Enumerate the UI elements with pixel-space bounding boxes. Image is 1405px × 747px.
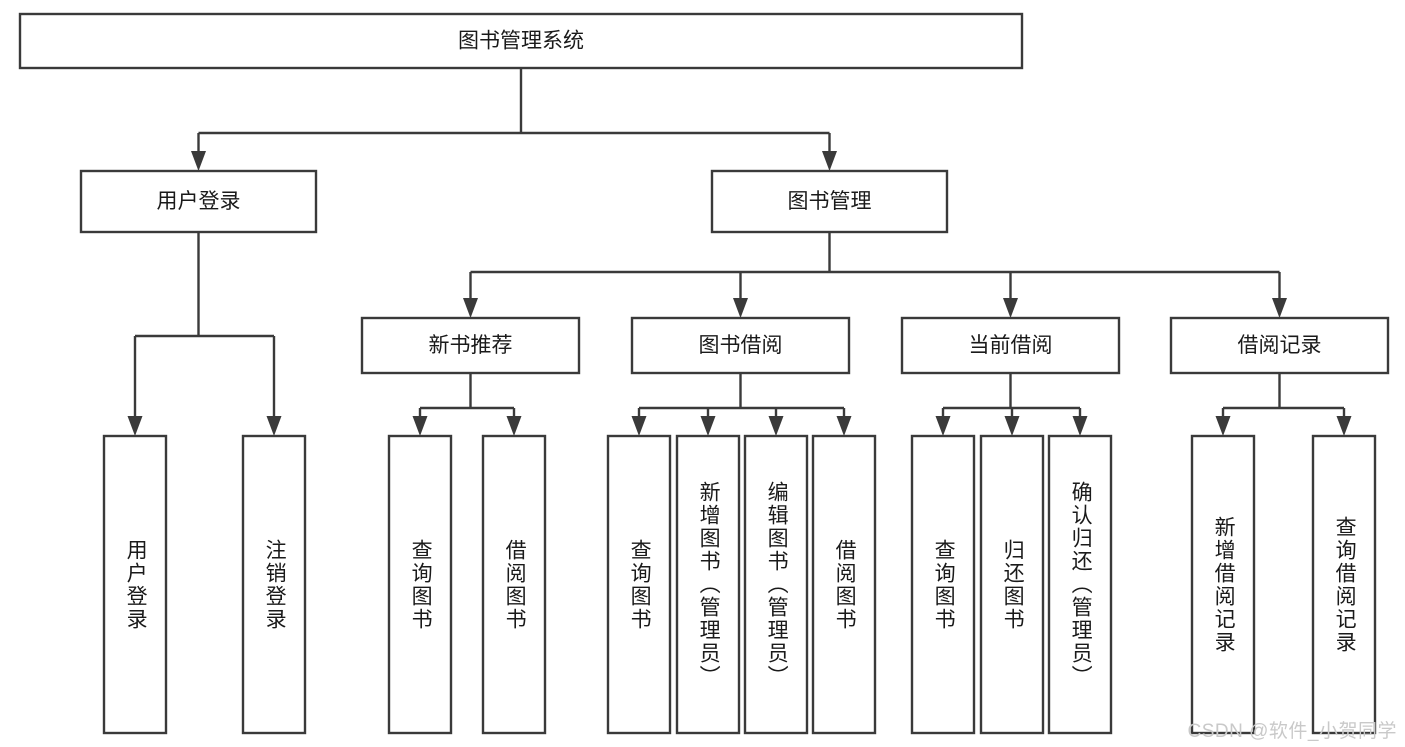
node-box-borrow-record[interactable] bbox=[1169, 316, 1390, 375]
arrow-head-icon bbox=[935, 416, 951, 436]
arrow-head-icon bbox=[1272, 298, 1287, 318]
arrow-head-icon bbox=[1336, 416, 1352, 436]
node-box-leaf-add-book[interactable] bbox=[675, 434, 741, 735]
arrow-head-icon bbox=[127, 416, 143, 436]
arrow-head-icon bbox=[506, 416, 522, 436]
node-label-book-manage: 图书管理 bbox=[788, 190, 872, 213]
arrow-head-icon bbox=[1004, 416, 1020, 436]
node-box-leaf-query-book-2[interactable] bbox=[606, 434, 672, 735]
node-box-leaf-query-book-3[interactable] bbox=[910, 434, 976, 735]
node-box-leaf-user-logout[interactable] bbox=[241, 434, 307, 735]
node-box-leaf-confirm-return[interactable] bbox=[1047, 434, 1113, 735]
node-box-leaf-user-login[interactable] bbox=[102, 434, 168, 735]
node-box-book-manage[interactable] bbox=[710, 169, 949, 234]
arrow-head-icon bbox=[266, 416, 282, 436]
node-box-root[interactable] bbox=[18, 12, 1024, 70]
node-box-leaf-return-book[interactable] bbox=[979, 434, 1045, 735]
node-label-root: 图书管理系统 bbox=[458, 30, 584, 53]
node-label-current-borrow: 当前借阅 bbox=[969, 334, 1053, 357]
arrow-head-icon bbox=[836, 416, 852, 436]
node-box-book-borrow[interactable] bbox=[630, 316, 851, 375]
node-box-leaf-borrow-book-2[interactable] bbox=[811, 434, 877, 735]
watermark-text: CSDN @软件_小贺同学 bbox=[1187, 721, 1397, 742]
node-box-leaf-borrow-book-1[interactable] bbox=[481, 434, 547, 735]
node-box-current-borrow[interactable] bbox=[900, 316, 1121, 375]
node-box-user-login[interactable] bbox=[79, 169, 318, 234]
node-label-user-login: 用户登录 bbox=[157, 190, 241, 213]
arrow-head-icon bbox=[768, 416, 784, 436]
arrow-head-icon bbox=[1003, 298, 1018, 318]
node-box-leaf-query-book-1[interactable] bbox=[387, 434, 453, 735]
node-box-leaf-query-record[interactable] bbox=[1311, 434, 1377, 735]
arrow-head-icon bbox=[412, 416, 428, 436]
node-box-leaf-add-record[interactable] bbox=[1190, 434, 1256, 735]
arrow-head-icon bbox=[631, 416, 647, 436]
arrow-head-icon bbox=[1215, 416, 1231, 436]
arrow-head-icon bbox=[733, 298, 748, 318]
node-label-new-book-recommend: 新书推荐 bbox=[429, 334, 513, 357]
connector-layer bbox=[127, 68, 1352, 436]
arrow-head-icon bbox=[822, 151, 837, 171]
arrow-head-icon bbox=[463, 298, 478, 318]
node-box-leaf-edit-book[interactable] bbox=[743, 434, 809, 735]
node-label-borrow-record: 借阅记录 bbox=[1238, 334, 1322, 357]
arrow-head-icon bbox=[700, 416, 716, 436]
node-label-book-borrow: 图书借阅 bbox=[699, 334, 783, 357]
node-box-layer bbox=[18, 12, 1390, 735]
arrow-head-icon bbox=[1072, 416, 1088, 436]
node-box-new-book-recommend[interactable] bbox=[360, 316, 581, 375]
arrow-head-icon bbox=[191, 151, 206, 171]
